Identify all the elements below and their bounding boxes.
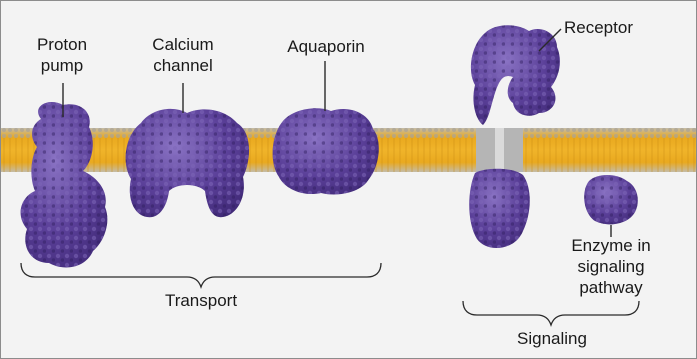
signaling-brace <box>463 301 639 325</box>
enzyme-label-line: signaling <box>558 256 664 277</box>
proton-pump-protein <box>21 102 108 267</box>
aquaporin-protein <box>273 108 379 194</box>
enzyme-label-line: pathway <box>558 277 664 298</box>
enzyme-protein <box>584 175 638 224</box>
proton-pump-label-line: pump <box>31 55 93 76</box>
transport-label: Transport <box>143 290 259 311</box>
signaling-label: Signaling <box>497 328 607 349</box>
aquaporin-label: Aquaporin <box>267 36 385 57</box>
transport-brace <box>21 263 381 287</box>
enzyme-label-line: Enzyme in <box>558 235 664 256</box>
calcium-channel-label-line: Calcium <box>141 34 225 55</box>
calcium-channel-protein <box>126 109 250 217</box>
braces <box>21 263 639 325</box>
calcium-channel-label-line: channel <box>141 55 225 76</box>
proton-pump-label: Proton pump <box>31 34 93 76</box>
receptor-label: Receptor <box>564 17 633 38</box>
enzyme-label: Enzyme in signaling pathway <box>558 235 664 298</box>
calcium-channel-label: Calcium channel <box>141 34 225 76</box>
proton-pump-label-line: Proton <box>31 34 93 55</box>
